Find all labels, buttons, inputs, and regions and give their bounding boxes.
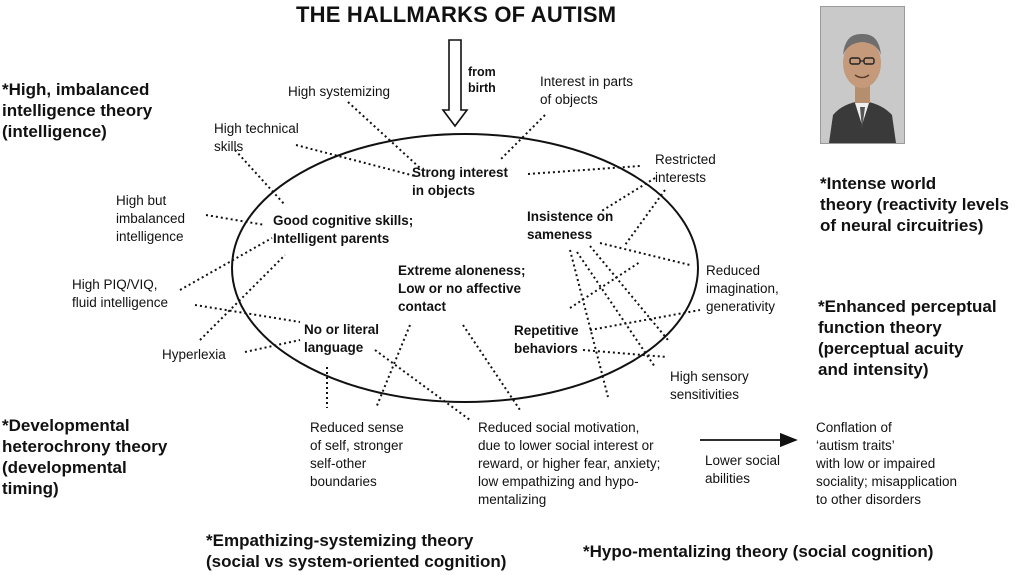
from-birth-arrow (441, 39, 469, 128)
trait-high-systemizing: High systemizing (288, 84, 391, 99)
portrait-icon (821, 7, 904, 143)
central-ellipse (231, 133, 699, 403)
core-language: No or literal language (304, 322, 380, 355)
trait-reduced-social-motivation: Reduced social motivation, due to lower … (478, 420, 661, 507)
diagram-title: THE HALLMARKS OF AUTISM (296, 2, 617, 27)
from-birth-label: from birth (468, 65, 496, 95)
portrait-photo (820, 6, 905, 144)
trait-hyperlexia: Hyperlexia (162, 347, 226, 362)
trait-lower-social-abilities: Lower social abilities (705, 453, 781, 486)
theory-empathizing-systemizing: *Empathizing-systemizing theory (social … (206, 531, 507, 571)
core-insistence-sameness: Insistence on sameness (527, 209, 614, 242)
theory-developmental: *Developmental heterochrony theory (deve… (2, 416, 168, 498)
trait-interest-parts: Interest in parts of objects (540, 74, 634, 107)
trait-high-technical: High technical skills (214, 121, 299, 154)
theory-enhanced-perceptual: *Enhanced perceptual function theory (pe… (818, 297, 997, 379)
trait-conflation: Conflation of ‘autism traits’ with low o… (816, 420, 958, 507)
trait-restricted-interests: Restricted interests (655, 152, 716, 185)
core-extreme-aloneness: Extreme aloneness; Low or no affective c… (398, 263, 526, 314)
dotted-connectors (179, 101, 701, 421)
trait-high-piq-viq: High PIQ/VIQ, fluid intelligence (72, 277, 169, 310)
trait-reduced-imagination: Reduced imagination, generativity (706, 263, 779, 314)
theory-intelligence: *High, imbalanced intelligence theory (i… (2, 80, 153, 141)
trait-high-sensory: High sensory sensitivities (670, 369, 749, 402)
core-good-cognitive: Good cognitive skills; Intelligent paren… (273, 213, 414, 246)
theory-hypo-mentalizing: *Hypo-mentalizing theory (social cogniti… (583, 542, 934, 561)
theory-intense-world: *Intense world theory (reactivity levels… (820, 174, 1009, 235)
trait-reduced-self: Reduced sense of self, stronger self-oth… (310, 420, 404, 489)
core-repetitive-behaviors: Repetitive behaviors (514, 323, 579, 356)
trait-high-but-imbalanced: High but imbalanced intelligence (116, 193, 186, 244)
core-strong-interest: Strong interest in objects (412, 165, 509, 198)
